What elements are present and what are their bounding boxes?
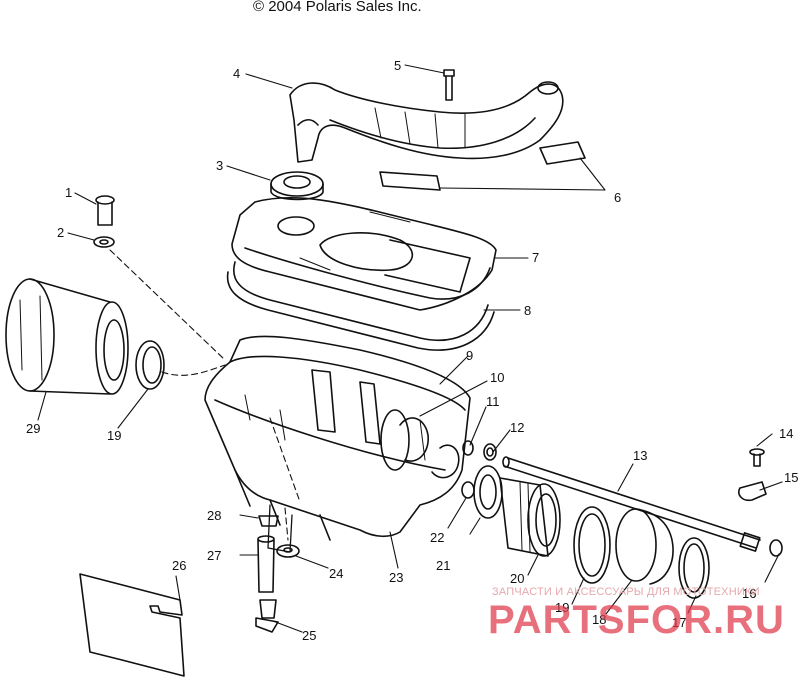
callout-3: 3 bbox=[216, 158, 223, 173]
callout-25: 25 bbox=[302, 628, 316, 643]
callout-18: 18 bbox=[592, 612, 606, 627]
part-19-clamp-right bbox=[573, 506, 611, 584]
callout-19-right: 19 bbox=[555, 600, 569, 615]
part-21-gasket bbox=[473, 465, 503, 519]
callout-2: 2 bbox=[57, 225, 64, 240]
part-10-seal bbox=[399, 417, 429, 462]
callout-6: 6 bbox=[614, 190, 621, 205]
callout-12: 12 bbox=[510, 420, 524, 435]
callout-15: 15 bbox=[784, 470, 798, 485]
callout-28: 28 bbox=[207, 508, 221, 523]
part-20-adapter bbox=[499, 477, 561, 557]
callout-8: 8 bbox=[524, 303, 531, 318]
part-14-screw bbox=[749, 448, 765, 467]
callout-5: 5 bbox=[394, 58, 401, 73]
part-18-boot bbox=[615, 508, 674, 585]
callout-29: 29 bbox=[26, 421, 40, 436]
callout-4: 4 bbox=[233, 66, 240, 81]
callout-24: 24 bbox=[329, 566, 343, 581]
callout-23: 23 bbox=[389, 570, 403, 585]
part-22-grommet bbox=[461, 481, 475, 499]
part-16-cap bbox=[769, 539, 783, 557]
part-23-airbox bbox=[204, 335, 471, 553]
callout-27: 27 bbox=[207, 548, 221, 563]
callout-1: 1 bbox=[65, 185, 72, 200]
leader-lines bbox=[37, 64, 783, 633]
part-1-bolt bbox=[95, 195, 115, 226]
callout-14: 14 bbox=[779, 426, 793, 441]
part-26-panel bbox=[79, 573, 185, 677]
part-28-fitting bbox=[258, 515, 279, 527]
part-19-clamp-left bbox=[135, 340, 165, 390]
watermark-logo: PARTSFOR.RU bbox=[488, 598, 785, 642]
callout-19-left: 19 bbox=[107, 428, 121, 443]
callout-9: 9 bbox=[466, 348, 473, 363]
part-4-intake-duct bbox=[289, 81, 564, 163]
watermark-tagline: ЗАПЧАСТИ И АКСЕССУАРЫ ДЛЯ МОТОТЕХНИКИ bbox=[492, 586, 760, 598]
callout-labels: 4 5 3 1 2 6 7 8 9 10 11 12 13 14 15 16 1… bbox=[26, 58, 798, 643]
part-15-clip bbox=[737, 481, 767, 502]
part-27-tube bbox=[257, 535, 275, 593]
part-13-tube bbox=[502, 456, 761, 552]
callout-26: 26 bbox=[172, 558, 186, 573]
part-7-lid bbox=[231, 196, 497, 311]
part-2-washer bbox=[93, 236, 115, 248]
callout-16: 16 bbox=[742, 586, 756, 601]
callout-17: 17 bbox=[672, 615, 686, 630]
part-6-pads bbox=[379, 141, 586, 191]
part-5-screw bbox=[443, 69, 455, 101]
callout-7: 7 bbox=[532, 250, 539, 265]
part-12-grommet bbox=[486, 447, 494, 457]
callout-13: 13 bbox=[633, 448, 647, 463]
callout-20: 20 bbox=[510, 571, 524, 586]
callout-22: 22 bbox=[430, 530, 444, 545]
part-11-grommet bbox=[462, 440, 497, 461]
part-3-grommet bbox=[270, 171, 324, 201]
assembly-paths bbox=[109, 249, 301, 541]
part-25-drain-plug bbox=[255, 599, 279, 633]
part-24-washer bbox=[276, 544, 300, 558]
callout-11: 11 bbox=[486, 394, 500, 409]
part-8-seal bbox=[226, 261, 495, 351]
part-17-clamp bbox=[678, 537, 710, 599]
copyright-text: © 2004 Polaris Sales Inc. bbox=[253, 0, 422, 15]
part-29-filter bbox=[5, 278, 129, 395]
callout-10: 10 bbox=[490, 370, 504, 385]
callout-21: 21 bbox=[436, 558, 450, 573]
